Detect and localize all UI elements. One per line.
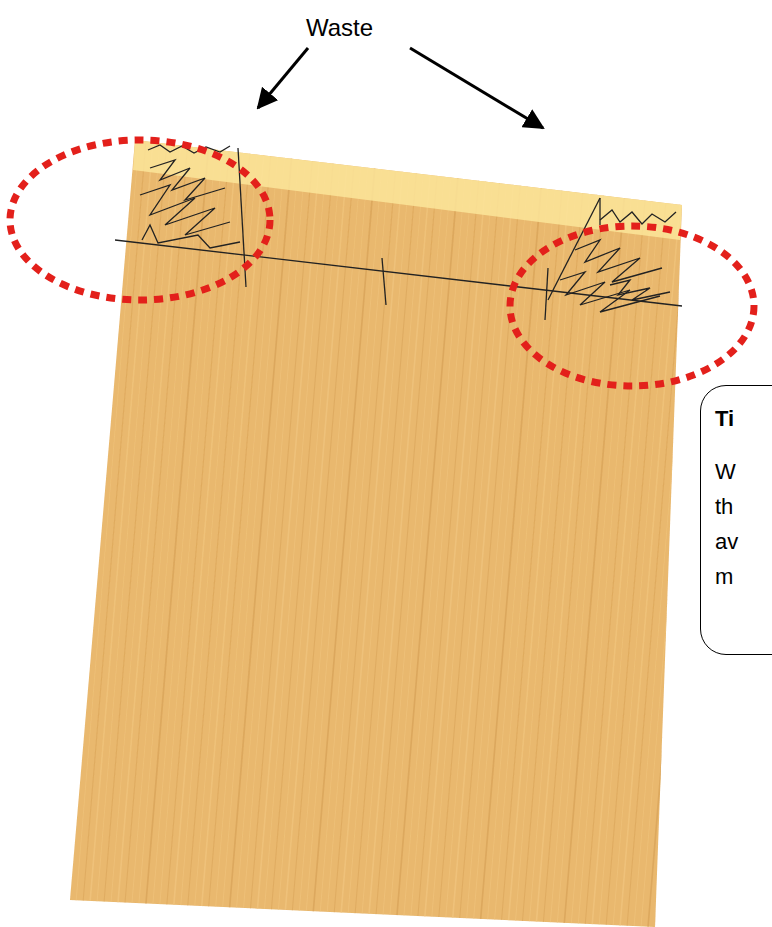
waste-circles <box>10 140 754 386</box>
pencil-marks <box>115 145 682 320</box>
tip-box: Ti W th av m <box>700 385 772 655</box>
callout-label: Waste <box>306 14 373 42</box>
wood-grain <box>60 140 762 927</box>
tip-heading: Ti <box>715 406 772 432</box>
tip-body: W th av m <box>715 454 755 594</box>
waste-arrows <box>258 48 543 128</box>
board <box>70 140 682 927</box>
